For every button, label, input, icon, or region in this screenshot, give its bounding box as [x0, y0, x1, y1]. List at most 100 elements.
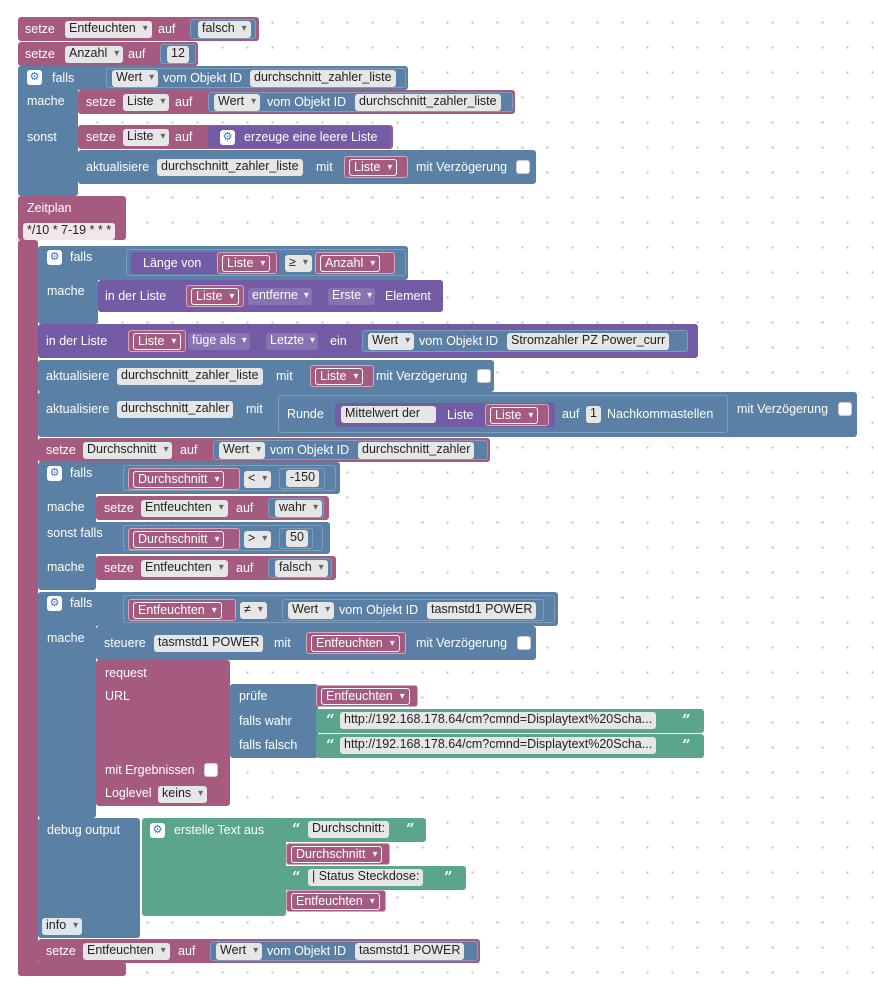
cron-field[interactable]: */10 * 7-19 * * * [23, 223, 116, 240]
object-id-field[interactable]: durchschnitt_zahler [358, 442, 475, 459]
get-value-block[interactable]: Wert vom Objekt ID durchschnitt_zahler_l… [106, 68, 406, 88]
var-get-durchschnitt-block[interactable]: Durchschnitt [128, 468, 240, 490]
wert-dropdown[interactable]: Wert [219, 442, 266, 459]
compare-block[interactable]: Entfeuchten ≠ Wert vom Objekt ID tasmstd… [123, 595, 555, 623]
gear-icon[interactable]: ⚙ [220, 130, 235, 145]
mode-dropdown[interactable]: füge als [188, 333, 250, 350]
var-get-durchschnitt-block[interactable]: Durchschnitt [128, 528, 240, 550]
object-id-field[interactable]: durchschnitt_zahler_liste [250, 70, 396, 87]
var-dropdown-entfeuchten[interactable]: Entfeuchten [133, 602, 222, 619]
schedule-block[interactable]: Zeitplan */10 * 7-19 * * * [18, 196, 126, 240]
var-dropdown-liste[interactable]: Liste [123, 129, 170, 146]
text-block-url-true[interactable]: “ http://192.168.178.64/cm?cmnd=Displayt… [316, 709, 704, 733]
object-id-field[interactable]: Stromzahler PZ Power_curr [507, 333, 670, 350]
compare-block[interactable]: Durchschnitt < -150 [123, 465, 336, 491]
results-checkbox[interactable] [204, 763, 218, 777]
set-entfeuchten-block[interactable]: setze Entfeuchten auf falsch [96, 556, 336, 580]
var-dropdown-entfeuchten[interactable]: Entfeuchten [311, 635, 400, 652]
text-block-status[interactable]: “ | Status Steckdose: ” [282, 866, 466, 890]
var-get-durchschnitt-block[interactable]: Durchschnitt [286, 843, 390, 865]
set-entfeuchten-block[interactable]: setze Entfeuchten auf falsch [18, 17, 259, 41]
operator-dropdown[interactable]: > [244, 531, 272, 548]
var-get-liste-block[interactable]: Liste [217, 252, 277, 274]
list-length-block[interactable]: Länge von Liste [131, 252, 279, 274]
var-get-liste-block[interactable]: Liste [485, 404, 549, 426]
get-value-block[interactable]: Wert vom Objekt ID durchschnitt_zahler [213, 440, 488, 460]
var-dropdown-entfeuchten[interactable]: Entfeuchten [141, 560, 228, 577]
where-dropdown[interactable]: Letzte [266, 333, 319, 350]
list-remove-block[interactable]: in der Liste Liste entferne Erste Elemen… [98, 280, 443, 312]
compare-block[interactable]: Länge von Liste ≥ Anzahl [126, 249, 406, 276]
gear-icon[interactable]: ⚙ [150, 823, 165, 838]
number-block[interactable]: 12 [160, 44, 196, 64]
math-dropdown[interactable]: Mittelwert der [341, 406, 437, 423]
bool-dropdown-falsch[interactable]: falsch [198, 21, 251, 38]
var-get-entfeuchten-block[interactable]: Entfeuchten [306, 632, 406, 654]
number-field[interactable]: -150 [286, 470, 320, 487]
set-anzahl-block[interactable]: setze Anzahl auf 12 [18, 42, 198, 66]
var-dropdown-liste[interactable]: Liste [123, 94, 170, 111]
number-field[interactable]: 12 [167, 46, 189, 63]
gear-icon[interactable]: ⚙ [47, 596, 62, 611]
operator-dropdown[interactable]: ≥ [285, 255, 312, 272]
object-id-field[interactable]: durchschnitt_zahler_liste [157, 159, 303, 176]
list-insert-block[interactable]: in der Liste Liste füge als Letzte ein W… [38, 324, 698, 358]
var-dropdown-entfeuchten[interactable]: Entfeuchten [291, 893, 380, 910]
delay-checkbox[interactable] [477, 369, 491, 383]
text-block-durchschnitt[interactable]: “ Durchschnitt: ” [282, 818, 426, 842]
get-value-block[interactable]: Wert vom Objekt ID tasmstd1 POWER [210, 941, 478, 961]
wert-dropdown[interactable]: Wert [216, 943, 263, 960]
loglevel-dropdown[interactable]: info [42, 918, 83, 935]
create-empty-list-block[interactable]: ⚙ erzeuge eine leere Liste [208, 126, 391, 148]
var-get-entfeuchten-block[interactable]: Entfeuchten [128, 599, 236, 621]
operator-dropdown[interactable]: < [244, 471, 272, 488]
var-dropdown-durchschnitt[interactable]: Durchschnitt [291, 846, 383, 863]
delay-checkbox[interactable] [838, 402, 852, 416]
url-text-field[interactable]: http://192.168.178.64/cm?cmnd=Displaytex… [340, 737, 657, 754]
var-get-liste-block[interactable]: Liste [186, 285, 244, 307]
if-block-power[interactable] [38, 592, 96, 818]
compare-block[interactable]: Durchschnitt > 50 [123, 525, 323, 551]
wert-dropdown[interactable]: Wert [368, 333, 415, 350]
list-average-block[interactable]: Mittelwert der Liste Liste [335, 403, 555, 427]
logic-bool-block[interactable]: falsch [190, 19, 256, 39]
object-id-field[interactable]: tasmstd1 POWER [355, 943, 465, 960]
object-id-field[interactable]: durchschnitt_zahler [117, 401, 234, 418]
var-dropdown-durchschnitt[interactable]: Durchschnitt [133, 471, 225, 488]
var-dropdown-liste[interactable]: Liste [490, 407, 539, 424]
var-dropdown-liste[interactable]: Liste [191, 288, 240, 305]
object-id-field[interactable]: tasmstd1 POWER [154, 635, 264, 652]
control-object-block[interactable]: steuere tasmstd1 POWER mit Entfeuchten m… [96, 626, 536, 660]
set-liste-empty-block[interactable]: setze Liste auf ⚙ erzeuge eine leere Lis… [78, 125, 393, 149]
delay-checkbox[interactable] [517, 636, 531, 650]
object-id-field[interactable]: durchschnitt_zahler_liste [355, 94, 501, 111]
var-dropdown-liste[interactable]: Liste [222, 255, 271, 272]
round-block[interactable]: Runde Mittelwert der Liste Liste auf 1 N… [278, 395, 728, 433]
text-field[interactable]: Durchschnitt: [308, 821, 389, 838]
update-object-block[interactable]: aktualisiere durchschnitt_zahler_liste m… [78, 150, 536, 184]
get-value-block[interactable]: Wert vom Objekt ID tasmstd1 POWER [282, 599, 544, 621]
var-dropdown-entfeuchten[interactable]: Entfeuchten [65, 21, 152, 38]
var-dropdown-liste[interactable]: Liste [315, 368, 364, 385]
delay-checkbox[interactable] [516, 160, 530, 174]
text-field[interactable]: | Status Steckdose: [308, 869, 424, 886]
var-get-entfeuchten-block[interactable]: Entfeuchten [286, 890, 386, 912]
get-value-block[interactable]: Wert vom Objekt ID durchschnitt_zahler_l… [208, 92, 513, 112]
var-dropdown-anzahl[interactable]: Anzahl [65, 46, 124, 63]
number-block[interactable]: -150 [279, 468, 325, 489]
bool-dropdown-falsch[interactable]: falsch [275, 560, 328, 577]
get-value-block[interactable]: Wert vom Objekt ID Stromzahler PZ Power_… [362, 330, 688, 352]
var-get-liste-block[interactable]: Liste [344, 156, 408, 178]
var-get-anzahl-block[interactable]: Anzahl [315, 252, 395, 274]
wert-dropdown[interactable]: Wert [214, 94, 261, 111]
set-entfeuchten-block[interactable]: setze Entfeuchten auf wahr [96, 496, 329, 520]
update-object-block[interactable]: aktualisiere durchschnitt_zahler_liste m… [38, 360, 494, 392]
decimals-field[interactable]: 1 [586, 406, 601, 423]
number-field[interactable]: 50 [286, 530, 308, 547]
loglevel-dropdown[interactable]: keins [158, 786, 208, 803]
var-dropdown-durchschnitt[interactable]: Durchschnitt [83, 442, 173, 459]
object-id-field[interactable]: tasmstd1 POWER [427, 602, 537, 619]
text-block-url-false[interactable]: “ http://192.168.178.64/cm?cmnd=Displayt… [316, 734, 704, 758]
ternary-block[interactable]: prüfe falls wahr falls falsch [230, 684, 318, 758]
